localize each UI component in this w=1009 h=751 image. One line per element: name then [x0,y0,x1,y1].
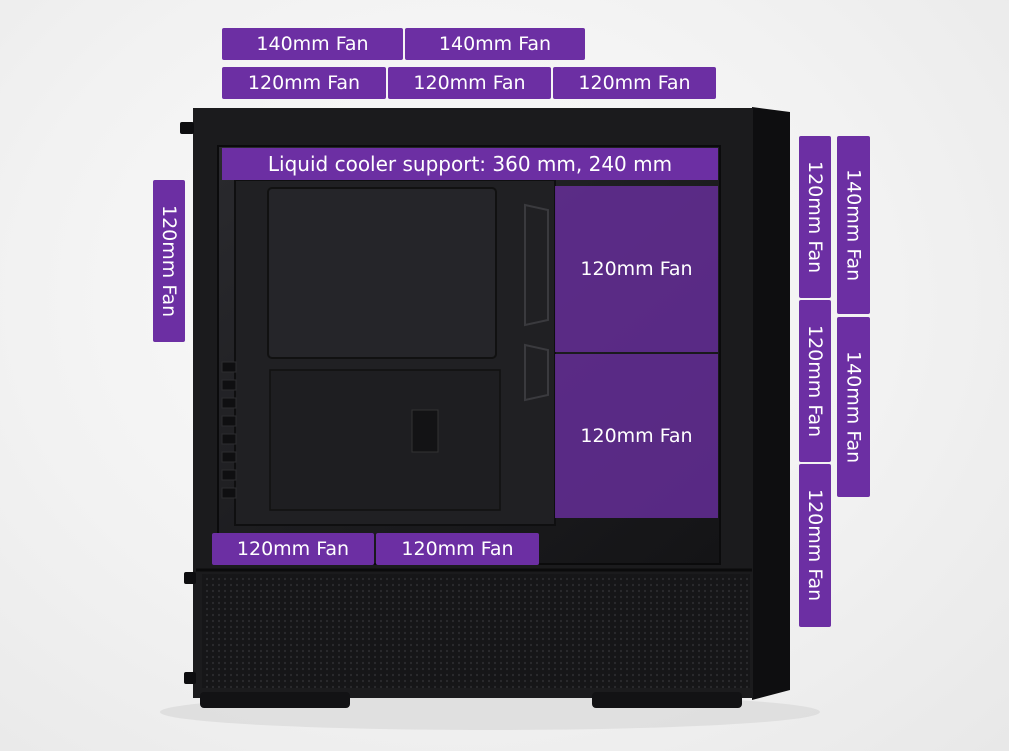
front-120mm-fan-1: 120mm Fan [555,186,718,352]
side-140mm-fan-2-text: 140mm Fan [842,350,865,464]
top-120mm-fan-2: 120mm Fan [388,67,551,99]
case-foot-right [592,692,742,708]
bottom-120mm-fan-2: 120mm Fan [376,533,539,565]
cpu-cutout [267,187,497,359]
front-120mm-fan-2: 120mm Fan [555,354,718,518]
case-foot-left [200,692,350,708]
side-140mm-fan-1: 140mm Fan [837,136,870,314]
top-120mm-fan-1: 120mm Fan [222,67,386,99]
lower-plate [269,369,501,511]
side-140mm-fan-2: 140mm Fan [837,317,870,497]
liquid-cooler-support-label: Liquid cooler support: 360 mm, 240 mm [222,148,718,180]
psu-bracket [411,409,439,453]
side-120mm-fan-3-text: 120mm Fan [804,489,826,602]
side-120mm-fan-3: 120mm Fan [799,464,831,627]
rear-120mm-fan-text: 120mm Fan [158,204,180,318]
case-front-edge [752,107,790,700]
bottom-120mm-fan-1: 120mm Fan [212,533,374,565]
side-120mm-fan-2: 120mm Fan [799,300,831,462]
expansion-slots [221,361,237,499]
side-120mm-fan-1-text: 120mm Fan [804,160,826,274]
thumbscrews [180,122,196,684]
top-140mm-fan-2: 140mm Fan [405,28,585,60]
top-120mm-fan-3: 120mm Fan [553,67,716,99]
front-mesh-panel [202,574,750,688]
side-140mm-fan-1-text: 140mm Fan [842,168,865,282]
rear-120mm-fan-label: 120mm Fan [153,180,185,342]
side-120mm-fan-2-text: 120mm Fan [804,324,826,438]
top-140mm-fan-1: 140mm Fan [222,28,403,60]
cable-grommets [524,203,549,402]
side-120mm-fan-1: 120mm Fan [799,136,831,298]
